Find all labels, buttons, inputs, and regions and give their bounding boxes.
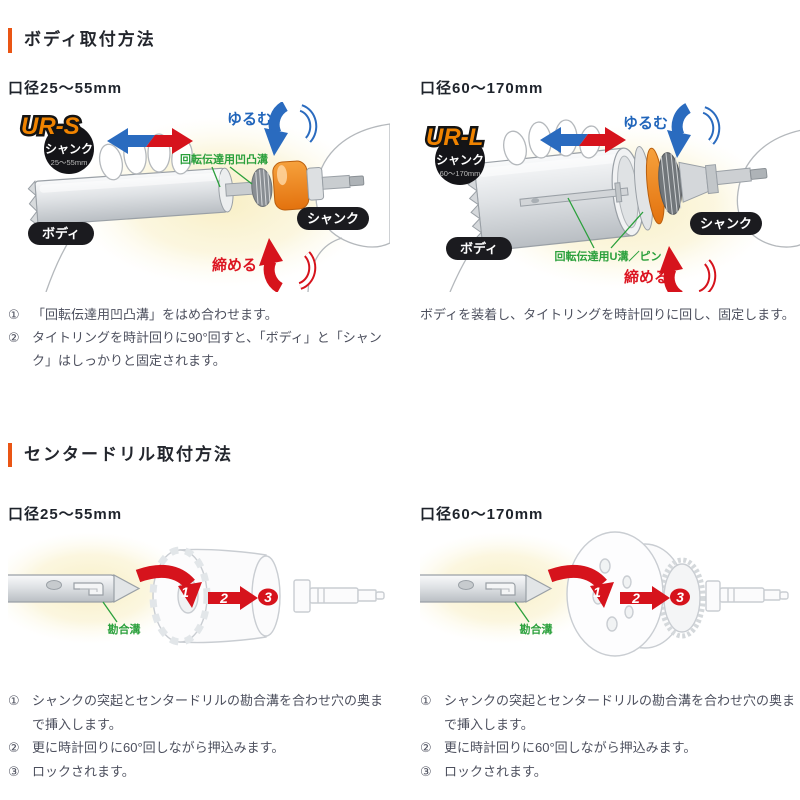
drive-pin	[614, 181, 623, 203]
shank-tag: シャンク	[297, 206, 369, 230]
diameter-label-large: 口径60〜170mm	[420, 79, 544, 97]
body-and-shank-assembly	[27, 160, 365, 226]
centerdrill-small-illustration: 勘合溝	[0, 532, 385, 646]
centerdrill-large-column: 口径60〜170mm	[400, 503, 800, 783]
centerdrill-attach-section: センタードリル取付方法 口径25〜55mm	[0, 442, 795, 783]
body-attach-section: ボディ取付方法 口径25〜55mm	[8, 0, 800, 373]
svg-text:60〜170mm: 60〜170mm	[440, 169, 481, 178]
groove-label: 回転伝達用凹凸溝	[180, 152, 268, 166]
figure-body-attach-large: ゆるむ 回転伝達用U溝／ピン 締める ボディ シャンク	[420, 102, 800, 297]
centerdrill-large-steps: ① シャンクの突起とセンタードリルの勘合溝を合わせ穴の奥まで挿入します。 ② 更…	[420, 689, 800, 783]
step-item: ② 更に時計回りに60°回しながら押込みます。	[8, 740, 285, 756]
loosen-label: ゆるむ	[227, 111, 272, 128]
tight-ring-orange	[272, 160, 310, 211]
badge-ur-s: シャンク 25〜55mm UR-S	[19, 110, 94, 174]
step-item: ② 更に時計回りに60°回しながら押込みます。	[420, 740, 697, 756]
body-attach-large-illustration: ゆるむ 回転伝達用U溝／ピン 締める ボディ シャンク	[424, 102, 800, 292]
shank-tag: シャンク	[690, 211, 762, 235]
groove-label: 回転伝達用U溝／ピン	[555, 249, 662, 263]
body-attach-large-column: 口径60〜170mm	[420, 77, 800, 373]
loosen-label: ゆるむ	[623, 115, 668, 132]
svg-text:ボディ: ボディ	[42, 226, 80, 241]
body-tag: ボディ	[28, 221, 94, 245]
diameter-label-small: 口径25〜55mm	[8, 79, 123, 97]
body-and-shank-assembly	[465, 145, 768, 252]
step-item: ③ ロックされます。	[8, 763, 135, 779]
figure-centerdrill-large: 勘合溝	[400, 528, 800, 683]
body-attach-large-description: ボディを装着し、タイトリングを時計回りに回し、固定します。	[420, 306, 795, 322]
figure-centerdrill-small: 勘合溝	[0, 528, 390, 683]
figure-body-attach-small: ゆるむ 回転伝達用凹凸溝 締める ボディ シャンク	[8, 102, 391, 297]
groove-leader-lines	[211, 166, 253, 187]
svg-text:シャンク: シャンク	[307, 211, 359, 226]
groove-leader-lines	[567, 197, 644, 249]
diameter-label-large: 口径60〜170mm	[420, 506, 544, 524]
body-attach-small-illustration: ゆるむ 回転伝達用凹凸溝 締める ボディ シャンク	[19, 102, 391, 292]
step-item: ① 「回転伝達用凹凸溝」をはめ合わせます。	[8, 306, 278, 322]
fitting-groove-label: 勘合溝	[520, 622, 553, 636]
svg-text:ボディ: ボディ	[460, 241, 498, 256]
step-item: ② タイトリングを時計回りに90°回すと、「ボディ」と「シャンク」はしっかりと固…	[8, 330, 382, 369]
body-attach-small-steps: ① 「回転伝達用凹凸溝」をはめ合わせます。 ② タイトリングを時計回りに90°回…	[8, 303, 390, 373]
diameter-label-small: 口径25〜55mm	[8, 506, 123, 524]
center-rod	[519, 187, 629, 207]
knurled-ring	[251, 167, 273, 207]
svg-text:UR-L: UR-L	[426, 124, 483, 151]
svg-text:25〜55mm: 25〜55mm	[51, 158, 88, 167]
step-item: ① シャンクの突起とセンタードリルの勘合溝を合わせ穴の奥まで挿入します。	[420, 693, 796, 732]
fitting-groove-label: 勘合溝	[108, 622, 141, 636]
section-title-body-attach: ボディ取付方法	[8, 28, 792, 53]
svg-text:シャンク: シャンク	[45, 142, 93, 156]
step-item: ① シャンクの突起とセンタードリルの勘合溝を合わせ穴の奥まで挿入します。	[8, 693, 384, 732]
step-item: ③ ロックされます。	[420, 763, 547, 779]
svg-text:UR-S: UR-S	[21, 113, 80, 140]
centerdrill-small-column: 口径25〜55mm	[0, 503, 390, 783]
body-attach-small-column: 口径25〜55mm	[8, 77, 391, 373]
body-attach-columns: 口径25〜55mm	[8, 77, 800, 373]
groove-leader-line	[102, 602, 118, 623]
centerdrill-small-steps: ① シャンクの突起とセンタードリルの勘合溝を合わせ穴の奥まで挿入します。 ② 更…	[8, 689, 390, 783]
centerdrill-columns: 口径25〜55mm	[0, 503, 795, 783]
section-title-centerdrill-attach: センタードリル取付方法	[8, 442, 792, 468]
badge-ur-l: シャンク 60〜170mm UR-L	[424, 121, 486, 185]
tighten-label: 締める	[624, 268, 669, 286]
svg-text:シャンク: シャンク	[700, 216, 752, 231]
groove-leader-line	[514, 602, 530, 623]
centerdrill-large-illustration: 勘合溝	[400, 531, 789, 658]
body-tag: ボディ	[446, 236, 512, 260]
svg-text:シャンク: シャンク	[436, 153, 484, 167]
tighten-label: 締める	[212, 256, 257, 274]
